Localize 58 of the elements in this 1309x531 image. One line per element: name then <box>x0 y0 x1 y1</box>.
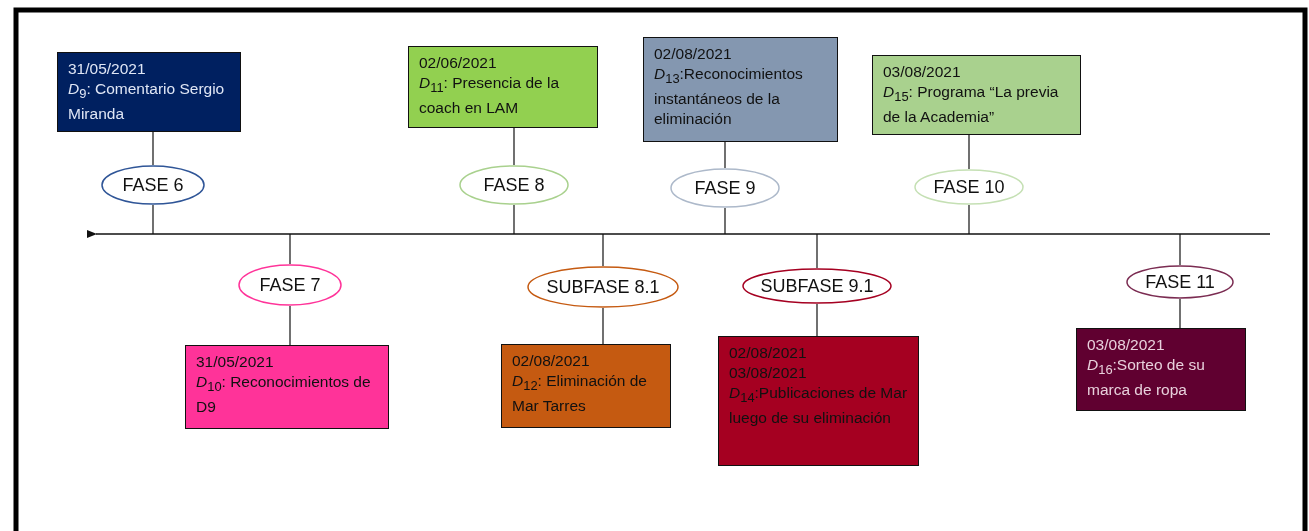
connector-line <box>602 233 604 267</box>
event-box <box>643 37 838 142</box>
date-text: 02/08/2021 <box>512 351 591 371</box>
connector-line <box>152 204 154 235</box>
phase-label: FASE 6 <box>122 174 184 196</box>
connector-line <box>724 207 726 235</box>
event-description: D$_{13}$:Reconocimientos instantáneos de la eliminación <box>654 64 804 130</box>
phase-label: FASE 8 <box>483 174 545 196</box>
connector-line <box>816 303 818 337</box>
phase-ellipse <box>670 168 780 208</box>
timeline-axis <box>88 228 1270 240</box>
event-box <box>501 344 671 428</box>
event-box <box>1076 328 1246 411</box>
connector-line <box>152 131 154 166</box>
event-box <box>408 46 598 128</box>
phase-ellipse <box>238 264 342 306</box>
event-box <box>185 345 389 429</box>
date-text: 03/08/2021 <box>883 62 962 82</box>
date-text: 02/08/2021 <box>654 44 733 64</box>
phase-label: SUBFASE 9.1 <box>760 275 874 297</box>
event-box <box>718 336 919 466</box>
connector-line <box>1179 298 1181 329</box>
date-text: 03/08/2021 <box>729 363 808 383</box>
phase-ellipse <box>914 169 1024 205</box>
phase-label: FASE 11 <box>1145 271 1215 293</box>
date-text: 03/08/2021 <box>1087 335 1166 355</box>
event-box <box>872 55 1081 135</box>
connector-line <box>968 204 970 235</box>
event-description: D$_{15}$: Programa “La previa de la Academia” <box>883 82 1060 128</box>
connector-line <box>289 305 291 346</box>
event-description: D$_{16}$:Sorteo de su marca de ropa <box>1087 355 1206 401</box>
date-text: 31/05/2021 <box>68 59 147 79</box>
date-text: 31/05/2021 <box>196 352 275 372</box>
phase-label: FASE 9 <box>694 177 756 199</box>
phase-ellipse <box>742 268 892 304</box>
connector-line <box>289 233 291 265</box>
event-description: D$_{14}$:Publicaciones de Mar luego de su eliminación <box>729 383 908 429</box>
event-description: D$_{12}$: Eliminación de Mar Tarres <box>512 371 648 417</box>
connector-line <box>513 127 515 166</box>
date-text: 02/06/2021 <box>419 53 498 73</box>
connector-line <box>724 141 726 169</box>
phase-label: SUBFASE 8.1 <box>546 276 660 298</box>
phase-ellipse <box>459 165 569 205</box>
phase-label: FASE 10 <box>933 176 1005 198</box>
event-description: D$_{11}$: Presencia de la coach en LAM <box>419 73 561 119</box>
event-box <box>57 52 241 132</box>
event-description: D$_{10}$: Reconocimientos de D9 <box>196 372 372 418</box>
connector-line <box>602 307 604 345</box>
connector-line <box>1179 233 1181 266</box>
phase-ellipse <box>527 266 679 308</box>
event-description: D$_{9}$: Comentario Sergio Miranda <box>68 79 226 125</box>
connector-line <box>968 134 970 170</box>
phase-label: FASE 7 <box>259 274 321 296</box>
connector-line <box>513 204 515 235</box>
connector-line <box>816 233 818 269</box>
phase-ellipse <box>101 165 205 205</box>
phase-ellipse <box>1126 265 1234 299</box>
date-text: 02/08/2021 <box>729 343 808 363</box>
